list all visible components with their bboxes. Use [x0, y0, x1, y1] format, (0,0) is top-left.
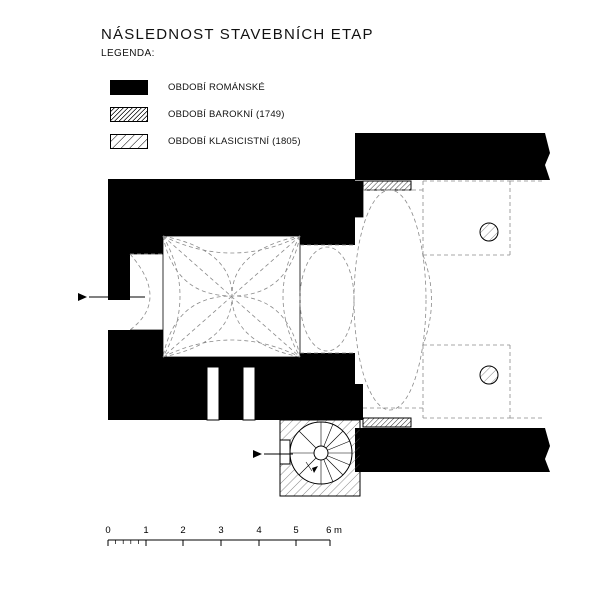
scale-label-6: 6 m — [326, 525, 342, 536]
vault-lines — [129, 180, 545, 419]
baroque-additions — [362, 180, 412, 428]
plan-title: NÁSLEDNOST STAVEBNÍCH ETAP — [101, 26, 374, 43]
scale-bar — [107, 539, 331, 546]
baroque-swatch — [110, 107, 148, 122]
scale-label-5: 5 — [293, 525, 298, 536]
classicist-swatch — [110, 134, 148, 149]
legend-label-classicist: OBDOBÍ KLASICISTNÍ (1805) — [168, 136, 301, 147]
legend-label-romanesque: OBDOBÍ ROMÁNSKÉ — [168, 82, 265, 93]
main-entrance-arrow-icon — [78, 293, 87, 301]
legend-label-baroque: OBDOBÍ BAROKNÍ (1749) — [168, 109, 285, 120]
scale-label-3: 3 — [218, 525, 223, 536]
window-openings — [206, 366, 256, 421]
legend-heading: LEGENDA: — [101, 48, 155, 59]
scale-label-0: 0 — [105, 525, 110, 536]
staircase — [279, 419, 361, 497]
scale-label-1: 1 — [143, 525, 148, 536]
scale-labels: 0 1 2 3 4 5 6 m — [105, 525, 342, 536]
romanesque-swatch — [110, 80, 148, 95]
entrance-arrows — [78, 293, 293, 458]
columns — [479, 222, 499, 385]
side-entrance-arrow-icon — [253, 450, 262, 458]
scale-label-4: 4 — [256, 525, 261, 536]
romanesque-walls — [108, 133, 550, 472]
scale-label-2: 2 — [180, 525, 185, 536]
